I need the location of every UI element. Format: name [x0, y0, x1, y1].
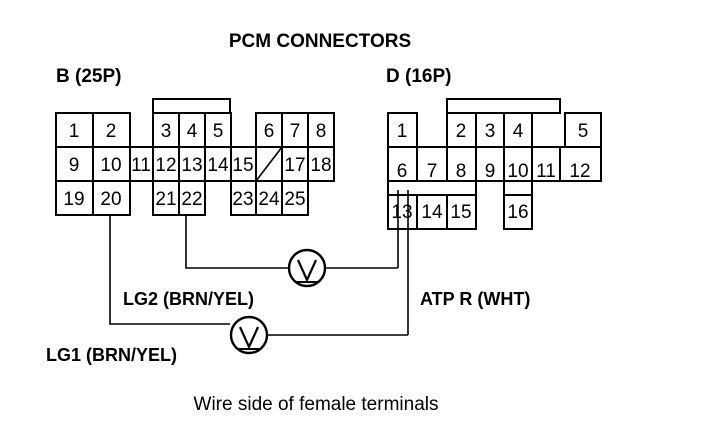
connector-b-pin-19 [55, 180, 94, 216]
connector-b-pin-label: 11 [131, 155, 151, 176]
connector-b-pin-label: 19 [63, 189, 84, 210]
connector-d-pin-label: 8 [456, 161, 467, 182]
connector-b-pin-label: 12 [155, 155, 176, 176]
connector-b-pin-label: 7 [290, 121, 301, 142]
voltmeter-icon [229, 315, 269, 355]
connector-d-body [387, 180, 477, 196]
connector-b-pin-25 [281, 180, 309, 216]
connector-b-pin-label: 14 [207, 155, 229, 176]
atp-label: ATP R (WHT) [420, 289, 530, 309]
connector-d-label: D (16P) [386, 66, 451, 87]
connector-b-pin-label: 20 [100, 189, 121, 210]
footer-caption: Wire side of female terminals [194, 394, 439, 415]
voltmeter-icon [287, 248, 327, 288]
lg1-label: LG1 (BRN/YEL) [46, 345, 177, 365]
connector-d-pin-label: 12 [569, 161, 590, 182]
lg2-wire [185, 215, 288, 269]
lg1-wire [109, 215, 230, 325]
connector-b-pin-label: 23 [232, 189, 253, 210]
connector-b-blank-slash [255, 146, 283, 182]
connector-d-pin-label: 4 [513, 121, 524, 142]
connector-b-pin-label: 24 [258, 189, 280, 210]
connector-b-pin-label: 21 [155, 189, 176, 210]
connector-d-pin-label: 1 [397, 121, 408, 142]
connector-b-pin-label: 18 [310, 155, 331, 176]
connector-d-pin-label: 9 [485, 161, 496, 182]
connector-b-pin-label: 13 [181, 155, 202, 176]
connector-d-pin-label: 16 [507, 202, 528, 223]
connector-b-pin-15 [230, 146, 257, 182]
connector-b-pin-label: 4 [187, 121, 198, 142]
connector-d-pin-16 [503, 194, 533, 230]
connector-b-pin-label: 22 [181, 189, 202, 210]
connector-b-pin-label: 1 [69, 121, 80, 142]
connector-b-pin-label: 6 [264, 121, 275, 142]
connector-b-pin-8 [307, 112, 335, 148]
connector-b-pin-label: 8 [316, 121, 327, 142]
connector-b-pin-10 [92, 146, 131, 182]
connector-d: 1 2 3 4 5 6 7 8 9 10 11 12 13 14 15 16 [387, 98, 602, 230]
connector-b-label: B (25P) [56, 66, 121, 87]
connector-d-pin-15 [446, 194, 477, 230]
connector-b-pin-label: 17 [284, 155, 305, 176]
connector-d-key [446, 98, 561, 114]
lg2-label: LG2 (BRN/YEL) [123, 289, 254, 309]
connector-d-pin-label: 11 [536, 161, 556, 182]
connector-d-pin-label: 13 [391, 202, 412, 223]
connector-b-pin-label: 9 [69, 155, 80, 176]
connector-d-pin-label: 10 [507, 161, 528, 182]
test-wiring [109, 190, 409, 355]
connector-b-pin-label: 2 [106, 121, 117, 142]
diagram-title: PCM CONNECTORS [229, 31, 411, 52]
connector-b-pin-label: 10 [100, 155, 121, 176]
connector-d-pin-label: 6 [397, 161, 408, 182]
connector-d-pin-3 [475, 112, 505, 148]
connector-d-pin-11 [531, 146, 561, 182]
connector-b-pin-18 [307, 146, 335, 182]
connector-b-pin-14 [204, 146, 232, 182]
connector-b-key [152, 98, 231, 114]
connector-b-pin-13 [178, 146, 206, 182]
connector-b: 1 2 3 4 5 6 7 8 9 10 11 12 13 14 15 17 1… [55, 98, 335, 216]
connector-d-pin-label: 3 [485, 121, 496, 142]
connector-b-pin-23 [230, 180, 257, 216]
connector-d-pin-label: 14 [421, 202, 443, 223]
connector-b-pin-label: 15 [232, 155, 253, 176]
connector-b-pin-label: 25 [284, 189, 305, 210]
connector-b-pin-20 [92, 180, 131, 216]
connector-d-pin-label: 2 [456, 121, 467, 142]
connector-d-body [503, 180, 533, 196]
connector-d-pin-label: 15 [450, 202, 471, 223]
connector-d-pin-label: 5 [578, 121, 589, 142]
connector-b-pin-22 [178, 180, 206, 216]
connector-d-pin-13 [387, 194, 418, 230]
connector-b-pin-label: 3 [161, 121, 172, 142]
connector-b-pin-label: 5 [213, 121, 224, 142]
connector-d-pin-4 [503, 112, 533, 148]
connector-d-pin-12 [559, 146, 602, 182]
connector-d-pin-label: 7 [427, 161, 438, 182]
